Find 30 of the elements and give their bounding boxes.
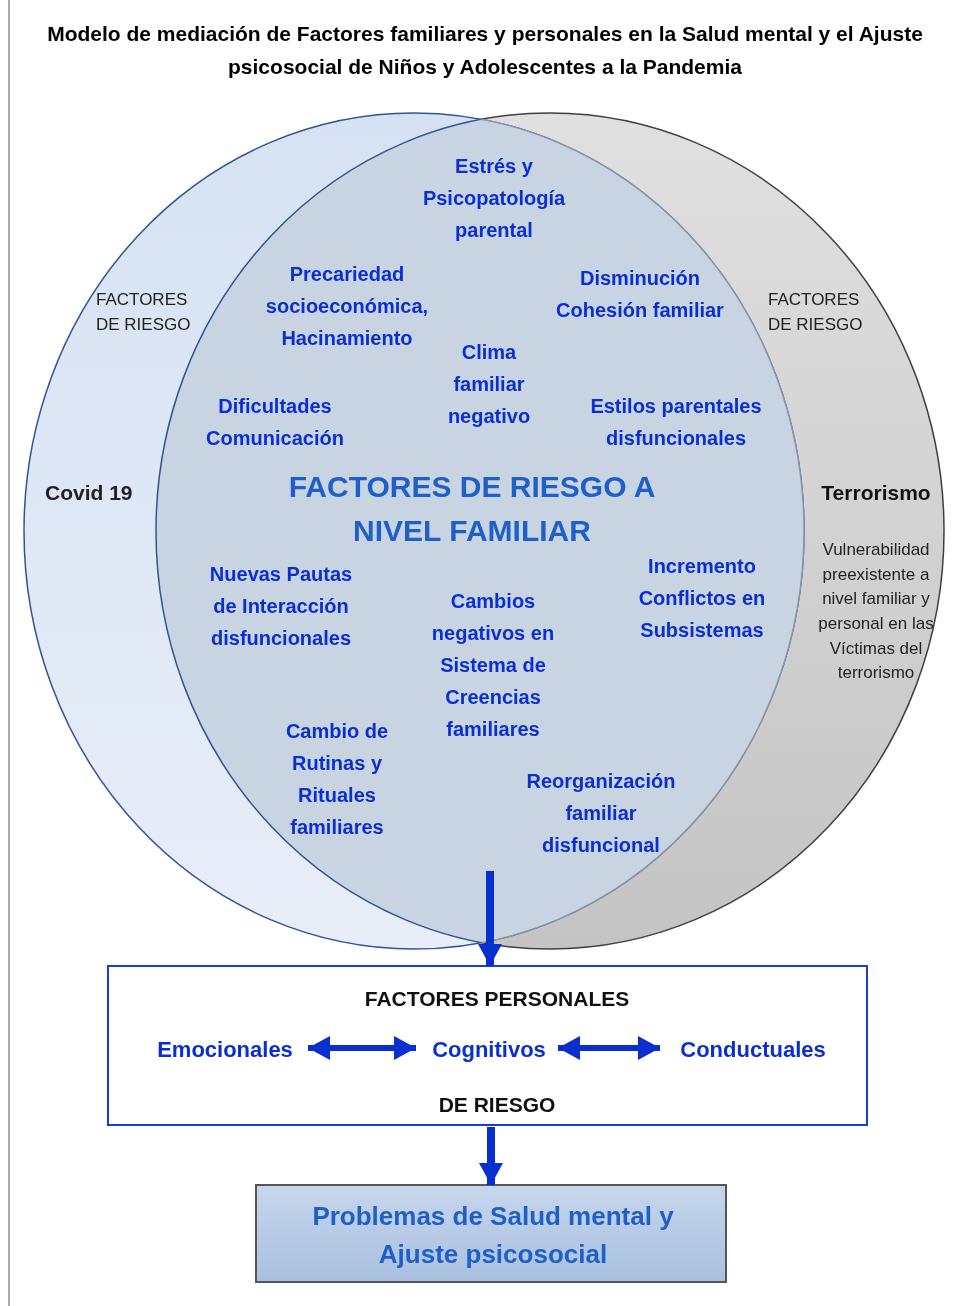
factor-label: Cognitivos	[420, 1032, 558, 1068]
outcome-text: Problemas de Salud mental y Ajuste psicosocial	[311, 1200, 675, 1271]
arrow	[558, 1036, 660, 1060]
region-caption: FACTORES DE RIESGO	[768, 289, 864, 336]
arrow	[478, 871, 502, 966]
factor-panel	[107, 965, 868, 1126]
factor-label: Disminución Cohesión familiar	[555, 266, 725, 323]
factor-label: Incremento Conflictos en Subsistemas	[637, 554, 767, 643]
factor-label: Dificultades Comunicación	[205, 394, 345, 451]
factor-label: Conductuales	[664, 1032, 842, 1068]
region-caption: FACTORES DE RIESGO	[96, 289, 192, 336]
factor-label: Nuevas Pautas de Interacción disfuncionales	[208, 562, 354, 651]
panel-heading: DE RIESGO	[437, 1092, 557, 1118]
panel-heading: FACTORES PERSONALES	[363, 986, 631, 1012]
factor-label: Precariedad socioeconómica, Hacinamiento	[264, 262, 430, 351]
factor-label: Estilos parentales disfuncionales	[589, 394, 763, 451]
arrow	[479, 1127, 503, 1185]
outcome-box	[255, 1184, 727, 1283]
arrow	[308, 1036, 416, 1060]
factor-label: Cambio de Rutinas y Rituales familiares	[284, 719, 390, 840]
factor-label: Clima familiar negativo	[446, 340, 532, 429]
region-heading: FACTORES DE RIESGO A NIVEL FAMILIAR	[287, 469, 657, 549]
factor-label: Cambios negativos en Sistema de Creencias familiares	[430, 589, 556, 742]
region-title: Covid 19	[45, 480, 134, 506]
factor-label: Estrés y Psicopatología parental	[421, 154, 567, 243]
factor-label: Emocionales	[142, 1032, 308, 1068]
diagram-title: Modelo de mediación de Factores familiares y personales en la Salud mental y el Ajuste psicosocial de Niños y Adolescentes a la Pandemia	[46, 21, 924, 80]
region-title: Terrorismo	[820, 480, 932, 506]
region-note: Vulnerabilidad preexistente a nivel familiar y personal en las Víctimas del terrorismo	[817, 539, 935, 685]
factor-label: Reorganización familiar disfuncional	[525, 769, 677, 858]
